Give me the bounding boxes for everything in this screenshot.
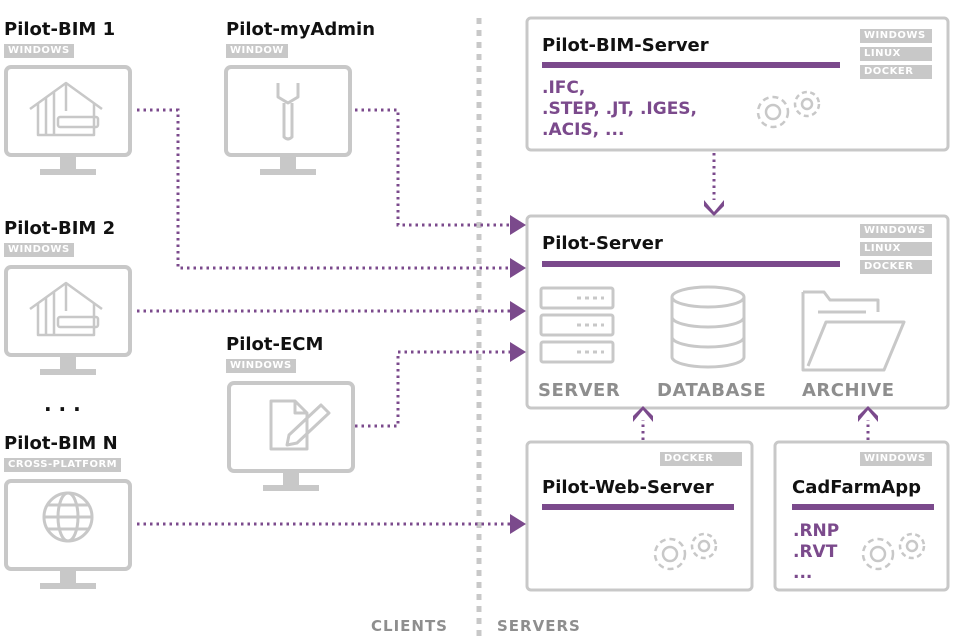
pilot-web-server-box bbox=[525, 440, 754, 592]
client-badge-myadmin: WINDOW bbox=[226, 44, 288, 58]
component-label-archive: ARCHIVE bbox=[802, 380, 895, 401]
cadfarmapp-format-rnp: .RNP bbox=[793, 521, 840, 541]
client-badge-bim1: WINDOWS bbox=[4, 44, 74, 58]
client-title-ecm: Pilot-ECM bbox=[226, 334, 324, 355]
database-icon bbox=[670, 285, 746, 369]
pilot-bim-server-format-line-3: .ACIS, ... bbox=[542, 120, 625, 140]
connector-ecm-to-server bbox=[355, 350, 512, 428]
client-title-bimn: Pilot-BIM N bbox=[4, 433, 118, 454]
pilot-server-title: Pilot-Server bbox=[542, 233, 663, 254]
component-label-database: DATABASE bbox=[657, 380, 767, 401]
pilot-bim-2-monitor bbox=[4, 265, 132, 377]
pilot-ecm-monitor bbox=[227, 381, 355, 493]
component-label-server: SERVER bbox=[538, 380, 621, 401]
pilot-server-platform-windows: WINDOWS bbox=[860, 224, 932, 238]
arrowhead-bim-server-down bbox=[704, 200, 724, 216]
pilot-bim-server-format-line-1: .IFC, bbox=[542, 78, 586, 98]
pilot-web-server-title: Pilot-Web-Server bbox=[542, 477, 714, 498]
clients-ellipsis: . . . bbox=[44, 392, 81, 416]
client-title-bim1: Pilot-BIM 1 bbox=[4, 19, 116, 40]
cadfarmapp-title: CadFarmApp bbox=[792, 477, 921, 498]
pilot-server-box bbox=[525, 214, 950, 410]
pilot-bim-server-platform-linux: LINUX bbox=[860, 47, 932, 61]
pilot-bim-server-format-line-2: .STEP, .JT, .IGES, bbox=[542, 99, 698, 119]
client-badge-bim2: WINDOWS bbox=[4, 243, 74, 257]
pilot-web-server-underline bbox=[542, 504, 734, 510]
arrowhead-bim1 bbox=[510, 258, 526, 278]
wrench-icon bbox=[276, 83, 300, 141]
pilot-bim-server-platform-docker: DOCKER bbox=[860, 65, 932, 79]
cadfarmapp-format-rvt: .RVT bbox=[793, 542, 838, 562]
archive-folder-icon bbox=[801, 290, 906, 372]
footer-clients-label: CLIENTS bbox=[371, 617, 448, 635]
pilot-bim-1-monitor bbox=[4, 65, 132, 177]
pilot-server-platform-linux: LINUX bbox=[860, 242, 932, 256]
pilot-bim-server-platform-windows: WINDOWS bbox=[860, 29, 932, 43]
pilot-web-server-gears-icon bbox=[653, 532, 718, 571]
footer-servers-label: SERVERS bbox=[497, 617, 581, 635]
client-badge-ecm: WINDOWS bbox=[226, 359, 296, 373]
cadfarmapp-underline bbox=[792, 504, 934, 510]
pilot-myadmin-monitor bbox=[224, 65, 352, 177]
cadfarmapp-platform-windows: WINDOWS bbox=[860, 452, 932, 466]
arrowhead-bimn bbox=[510, 514, 526, 534]
pilot-bim-server-title: Pilot-BIM-Server bbox=[542, 35, 709, 56]
pilot-bim-server-box bbox=[525, 16, 950, 152]
connector-bim1-to-server bbox=[137, 108, 512, 270]
arrowhead-web-server-up bbox=[633, 406, 653, 422]
pilot-web-server-platform-docker: DOCKER bbox=[660, 452, 742, 466]
client-title-myadmin: Pilot-myAdmin bbox=[226, 19, 376, 40]
arrowhead-ecm bbox=[510, 342, 526, 362]
pilot-bim-n-monitor bbox=[4, 479, 132, 591]
server-rack-icon bbox=[539, 286, 615, 364]
pilot-server-platform-docker: DOCKER bbox=[860, 260, 932, 274]
client-badge-bimn: CROSS-PLATFORM bbox=[4, 458, 122, 472]
cadfarmapp-format-more: ... bbox=[793, 563, 813, 583]
connector-myadmin-to-server bbox=[355, 108, 512, 227]
document-pen-icon bbox=[269, 399, 331, 451]
arrowhead-cadfarm-up bbox=[858, 406, 878, 422]
client-title-bim2: Pilot-BIM 2 bbox=[4, 218, 116, 239]
pilot-bim-server-gears-icon bbox=[756, 90, 821, 129]
cadfarmapp-gears-icon bbox=[861, 532, 926, 571]
cadfarmapp-box bbox=[773, 440, 950, 592]
arrowhead-myadmin bbox=[510, 215, 526, 235]
globe-icon bbox=[42, 491, 94, 543]
arrowhead-bim2 bbox=[510, 301, 526, 321]
pilot-server-underline bbox=[542, 261, 840, 267]
pilot-bim-server-underline bbox=[542, 62, 840, 68]
